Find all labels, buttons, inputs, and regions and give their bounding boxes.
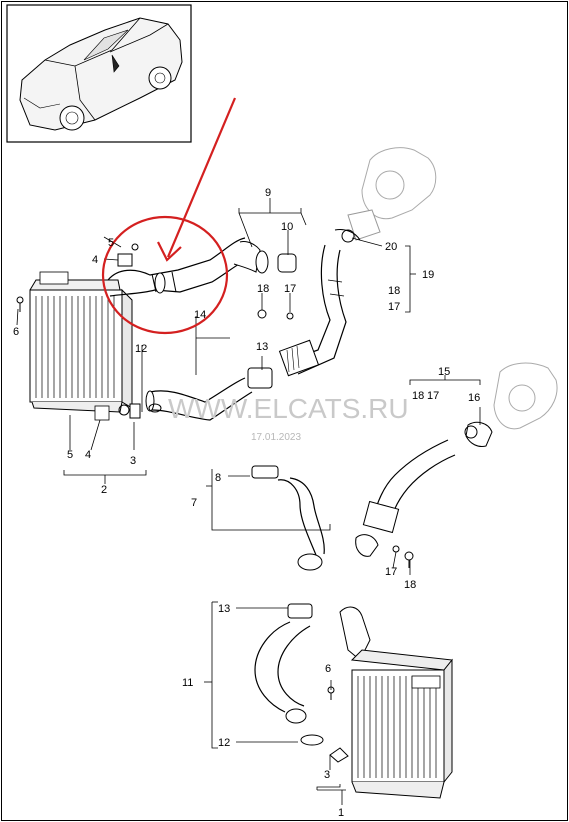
watermark-date: 17.01.2023 — [251, 432, 301, 443]
hose-7 — [251, 465, 325, 571]
callout-3: 3 — [324, 769, 330, 781]
hose-11 — [254, 603, 324, 746]
callout-17: 17 — [427, 390, 439, 402]
callout-1: 1 — [338, 807, 344, 819]
callout-17: 17 — [385, 566, 397, 578]
callout-4: 4 — [85, 449, 91, 461]
right-upper-pipe — [355, 439, 456, 557]
callout-12: 12 — [135, 343, 147, 355]
callout-19: 19 — [422, 269, 434, 281]
callout-11: 11 — [182, 677, 193, 689]
turbocharger-upper — [334, 147, 437, 241]
callout-18: 18 — [257, 283, 269, 295]
turbocharger-lower — [465, 362, 558, 447]
right-intercooler — [329, 606, 453, 799]
callout-8: 8 — [215, 472, 221, 484]
callout-18: 18 — [388, 285, 400, 297]
callout-12: 12 — [218, 737, 230, 749]
callout-15: 15 — [438, 366, 450, 378]
long-pipe-19 — [278, 244, 347, 377]
small-hose-10 — [233, 241, 297, 274]
callout-5: 5 — [108, 237, 114, 249]
callout-14: 14 — [194, 309, 206, 321]
upper-charge-pipe — [107, 237, 251, 297]
watermark-text: WWW.ELCATS.RU — [168, 393, 409, 424]
callout-3: 3 — [130, 455, 136, 467]
callout-20: 20 — [385, 241, 397, 253]
vehicle-thumbnail — [6, 4, 192, 143]
callout-18: 18 — [412, 390, 424, 402]
highlight-annotation — [101, 97, 237, 335]
callout-10: 10 — [281, 221, 293, 233]
highlight-circle — [101, 215, 229, 335]
callout-labels: 9 10 5 4 6 12 14 18 17 13 20 19 18 17 5 … — [13, 187, 480, 819]
callout-13: 13 — [256, 341, 268, 353]
callout-17: 17 — [388, 301, 400, 313]
callout-7: 7 — [191, 497, 197, 509]
callout-6: 6 — [13, 326, 19, 338]
callout-13: 13 — [218, 603, 230, 615]
lower-left-pipe-14 — [145, 367, 273, 421]
callout-2: 2 — [101, 484, 107, 496]
callout-9: 9 — [265, 187, 271, 199]
callout-18: 18 — [404, 579, 416, 591]
left-intercooler — [29, 271, 133, 421]
callout-5: 5 — [67, 449, 73, 461]
callout-17: 17 — [284, 283, 296, 295]
callout-16: 16 — [468, 392, 480, 404]
fasteners — [16, 229, 478, 700]
callout-6: 6 — [325, 663, 331, 675]
highlight-arrow — [166, 97, 237, 258]
callout-4: 4 — [92, 254, 98, 266]
